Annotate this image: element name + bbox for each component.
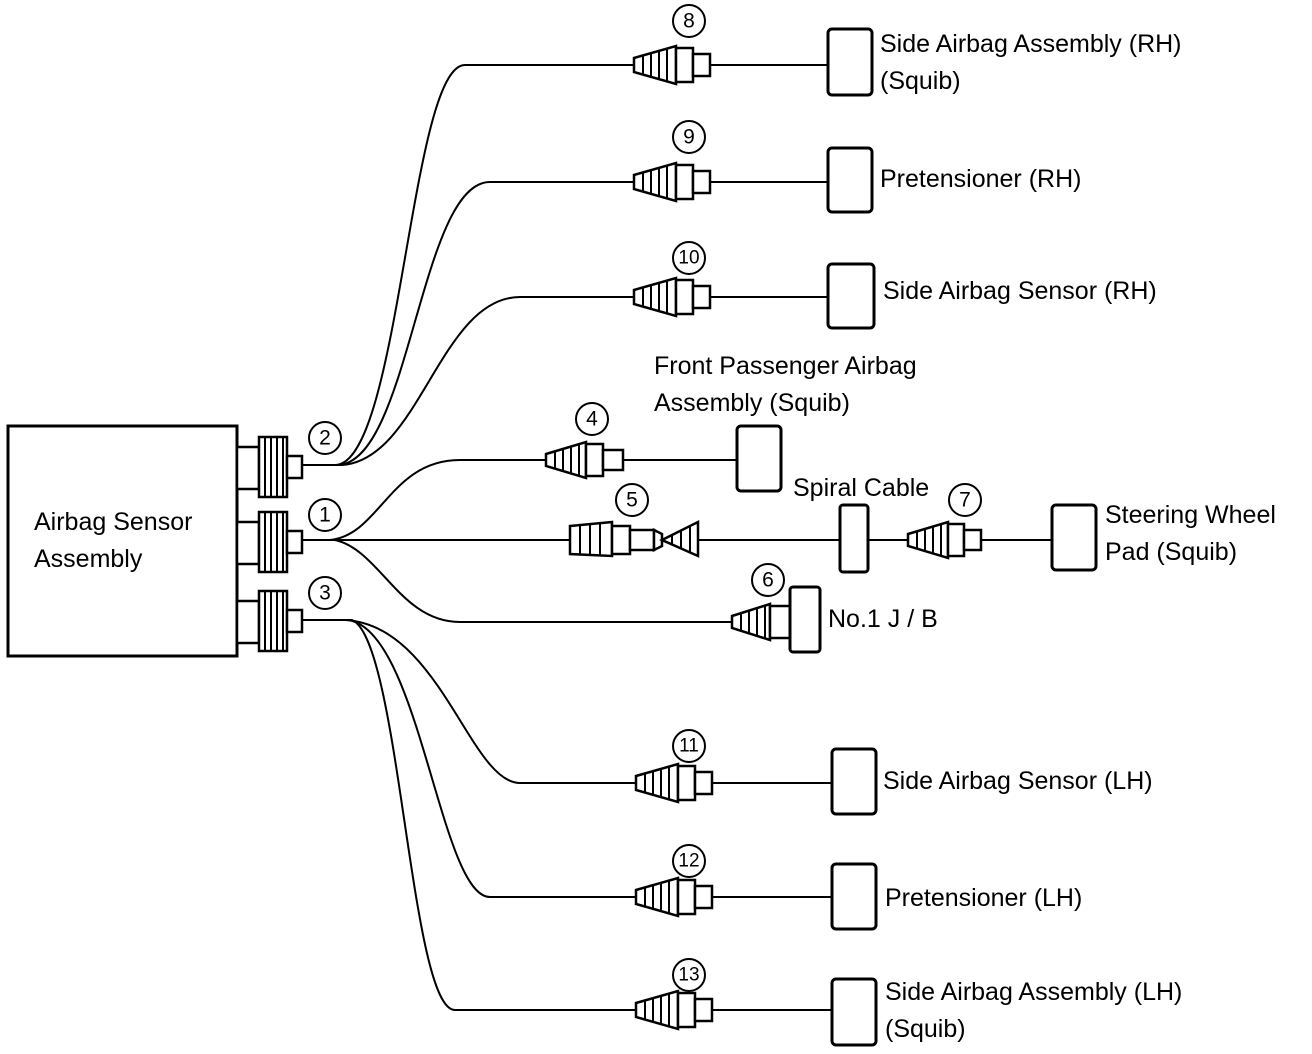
connector-8-label-line2: (Squib): [880, 67, 961, 95]
connector-13-number: 13: [678, 965, 699, 986]
wires-port-3: [302, 619, 636, 1011]
connector-10-number: 10: [678, 248, 699, 269]
connector-12-label-line1: Pretensioner (LH): [885, 884, 1082, 912]
front-passenger-airbag-assembly: Front Passenger Airbag Assembly (Squib): [654, 352, 917, 493]
airbag-sensor-assembly: Airbag Sensor Assembly: [6, 424, 239, 658]
connector-9-number: 9: [683, 126, 695, 149]
spiral-cable: Spiral Cable: [793, 474, 929, 574]
sensor-label-line2: Assembly: [34, 545, 143, 573]
pretensioner-rh: Pretensioner (RH): [826, 146, 1081, 214]
pretensioner-lh: Pretensioner (LH): [830, 862, 1082, 931]
wires-port-1: [302, 459, 732, 623]
port-2-number: 2: [319, 427, 331, 450]
connector-6-label-line1: No.1 J / B: [828, 605, 938, 633]
no1-junction-block: No.1 J / B: [788, 585, 938, 654]
side-airbag-assembly-lh: Side Airbag Assembly (LH) (Squib): [830, 977, 1182, 1047]
sensor-port-2: [235, 435, 304, 499]
connector-9-label-line1: Pretensioner (RH): [880, 165, 1081, 193]
connector-9: 9: [632, 120, 828, 203]
connector-4-number: 4: [586, 408, 598, 431]
connector-8-label-line1: Side Airbag Assembly (RH): [880, 30, 1182, 58]
side-airbag-sensor-lh: Side Airbag Sensor (LH): [830, 747, 1153, 816]
port-2-callout: 2: [308, 421, 342, 455]
connector-6: 6: [730, 563, 792, 642]
connector-8-number: 8: [683, 10, 695, 33]
connector-7-number: 7: [959, 489, 971, 512]
port-1-number: 1: [319, 504, 331, 527]
connector-6-number: 6: [762, 569, 774, 592]
connector-8: 8: [632, 4, 828, 86]
sensor-port-1: [235, 510, 304, 574]
connector-11: 11: [634, 729, 832, 804]
port-3-callout: 3: [308, 576, 342, 610]
connector-5-number: 5: [626, 489, 638, 512]
wires-port-2: [302, 64, 634, 466]
connector-5: 5: [568, 483, 840, 558]
sensor-label-line1: Airbag Sensor: [34, 508, 192, 536]
connector-7: 7: [868, 483, 1052, 560]
connector-4-label-line2: Assembly (Squib): [654, 389, 850, 417]
side-airbag-sensor-rh: Side Airbag Sensor (RH): [826, 262, 1157, 330]
steering-wheel-pad: Steering Wheel Pad (Squib): [1050, 501, 1276, 572]
connector-5-label-line1: Spiral Cable: [793, 474, 929, 502]
connector-13: 13: [634, 958, 832, 1031]
sensor-port-3: [235, 589, 304, 653]
connector-13-label-line1: Side Airbag Assembly (LH): [885, 978, 1182, 1006]
connector-12-number: 12: [678, 851, 699, 872]
port-1-callout: 1: [308, 498, 342, 532]
connector-11-number: 11: [679, 736, 699, 757]
connector-4: 4: [544, 402, 737, 480]
connector-12: 12: [634, 844, 832, 918]
connector-13-label-line2: (Squib): [885, 1015, 966, 1043]
connector-11-label-line1: Side Airbag Sensor (LH): [883, 767, 1153, 795]
connector-7-label-line2: Pad (Squib): [1105, 538, 1237, 566]
connector-10: 10: [632, 241, 828, 318]
connector-4-label-line1: Front Passenger Airbag: [654, 352, 917, 380]
connector-10-label-line1: Side Airbag Sensor (RH): [883, 277, 1157, 305]
connector-7-label-line1: Steering Wheel: [1105, 501, 1276, 529]
side-airbag-assembly-rh: Side Airbag Assembly (RH) (Squib): [826, 27, 1182, 97]
port-3-number: 3: [319, 582, 331, 605]
